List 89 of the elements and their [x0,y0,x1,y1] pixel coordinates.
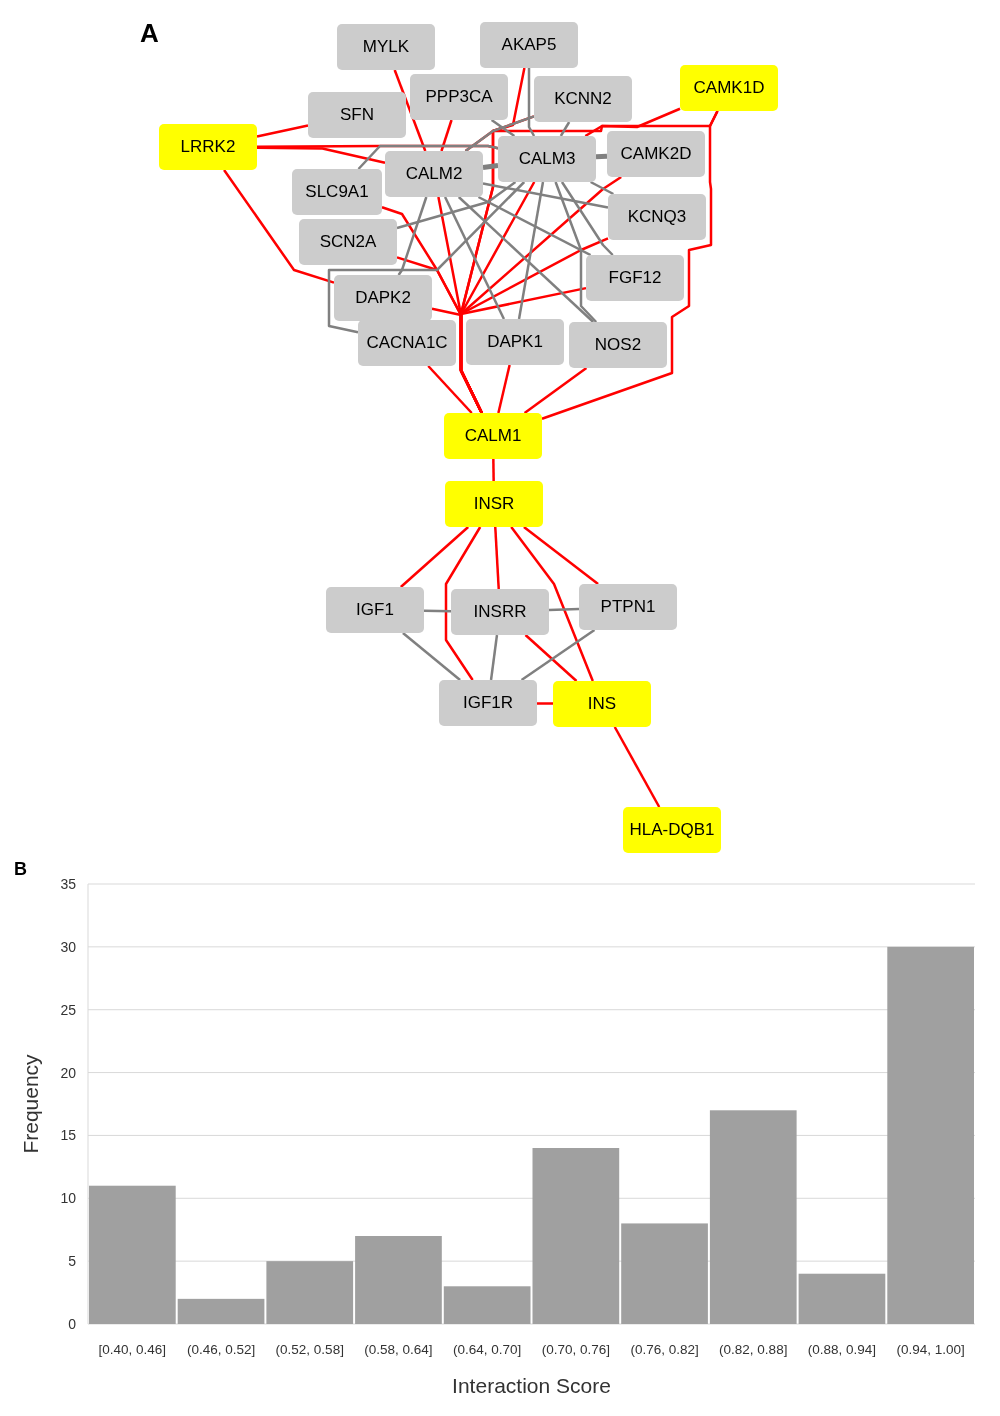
interaction-line [223,169,335,284]
y-axis-title: Frequency [19,1054,42,1154]
interaction-line [357,144,499,170]
interaction-line [554,181,598,323]
gene-box: SFN [308,92,406,138]
interaction-line [523,367,588,414]
y-tick-label: 0 [68,1316,76,1332]
y-tick-label: 20 [60,1064,76,1081]
interaction-line [590,180,614,196]
interaction-line [440,119,453,152]
x-tick-label: (0.88, 0.94] [807,1342,877,1357]
interaction-line [327,181,526,334]
interaction-line [400,526,469,588]
interaction-line [517,181,545,320]
interaction-line [402,632,461,681]
gene-box: CALM2 [385,151,483,197]
y-tick-label: 30 [60,938,76,955]
panel-label: A [140,17,159,50]
gene-box: IGF1R [439,680,537,726]
interaction-line [595,153,608,160]
y-tick-label: 15 [60,1127,76,1144]
gene-box: PTPN1 [579,584,677,630]
gene-box: KCNN2 [534,76,632,122]
gene-box: DAPK1 [466,319,564,365]
gene-box: CAMK2D [607,131,705,177]
interaction-line [397,196,428,276]
interaction-line [490,118,516,138]
gene-box: SCN2A [299,219,397,265]
gene-box: CAMK1D [680,65,778,111]
x-tick-label: (0.58, 0.64] [364,1342,433,1357]
gene-box: NOS2 [569,322,667,368]
gene-box: INSR [445,481,543,527]
interaction-line [492,459,495,481]
x-axis-title: Interaction Score [452,1374,611,1397]
gene-box: IGF1 [326,587,424,633]
interaction-line [489,634,499,681]
interaction-line [396,181,517,230]
interaction-line [497,364,511,414]
interaction-line [431,307,483,414]
interaction-line [541,110,719,420]
interaction-line [256,124,309,138]
gene-box: LRRK2 [159,124,257,170]
interaction-line [537,702,553,705]
x-tick-label: [0.40, 0.46] [98,1342,167,1357]
x-tick-label: (0.76, 0.82] [630,1342,699,1357]
gene-box: CALM3 [498,136,596,182]
interaction-line [423,609,452,613]
interaction-line [477,195,592,257]
y-tick-label: 10 [60,1190,76,1207]
interaction-line [427,365,473,414]
gene-box: DAPK2 [334,275,432,321]
interaction-line [524,634,578,682]
panel-label: B [14,858,27,881]
gene-box: CALM1 [444,413,542,459]
interaction-line [510,526,594,682]
interaction-line [523,526,599,585]
y-tick-label: 5 [68,1253,76,1270]
x-tick-label: (0.82, 0.88] [719,1342,788,1357]
interaction-line [494,526,500,590]
gene-box: KCNQ3 [608,194,706,240]
gene-box: MYLK [337,24,435,70]
x-tick-label: (0.46, 0.52] [186,1342,256,1357]
interaction-line [520,628,596,682]
interaction-line [548,607,580,612]
gene-box: INSRR [451,589,549,635]
y-tick-label: 35 [60,876,76,892]
x-tick-label: (0.52, 0.58] [275,1342,344,1357]
gene-box: SLC9A1 [292,169,382,215]
interaction-line [560,181,614,256]
x-tick-label: (0.94, 1.00] [896,1342,965,1357]
interaction-line [527,68,536,137]
x-tick-label: (0.70, 0.76] [541,1342,610,1357]
interaction-line [559,121,571,137]
gene-box: FGF12 [586,255,684,301]
gene-box: INS [553,681,651,727]
interaction-line [257,146,386,165]
interaction-line [482,163,499,170]
interaction-line [457,196,595,323]
gene-box: HLA-DQB1 [623,807,721,853]
interaction-line [613,726,661,808]
interaction-line [464,115,535,152]
x-tick-label: (0.64, 0.70] [453,1342,522,1357]
interaction-line [482,182,609,209]
gene-box: PPP3CA [410,74,508,120]
interaction-line [443,196,506,320]
gene-box: AKAP5 [480,22,578,68]
interaction-line [444,526,482,681]
gene-box: CACNA1C [358,320,456,366]
y-tick-label: 25 [60,1001,76,1018]
